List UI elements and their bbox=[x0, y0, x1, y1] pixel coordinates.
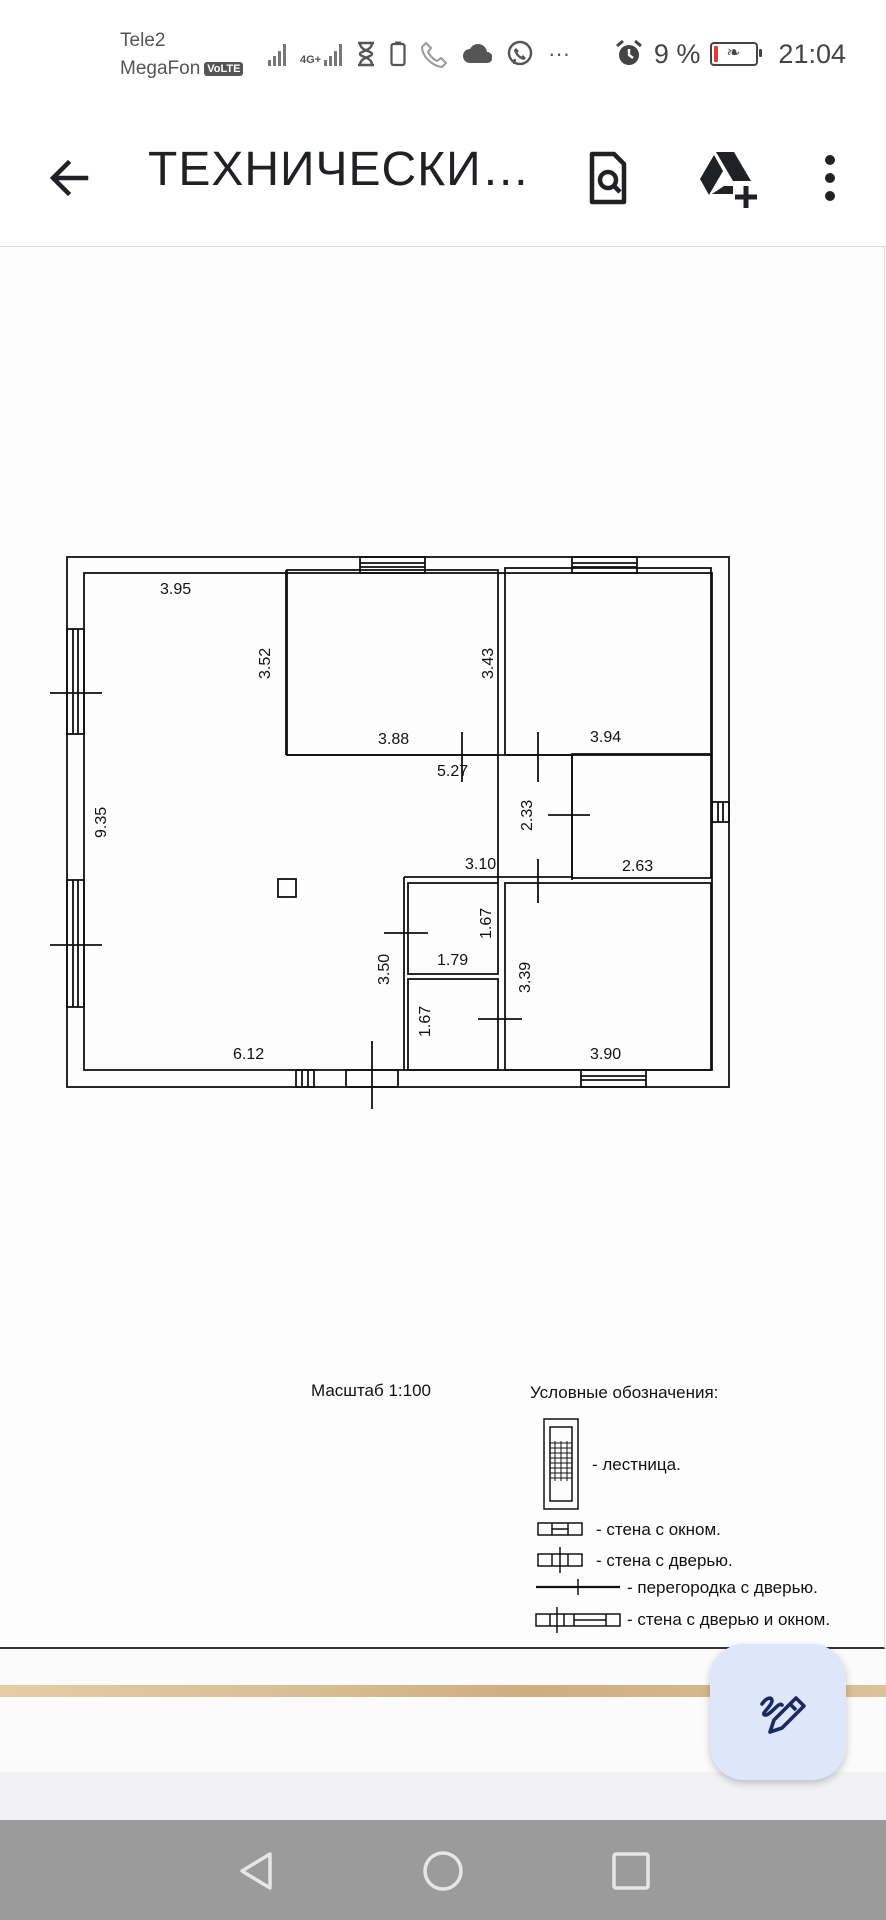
alarm-icon bbox=[615, 39, 642, 65]
battery-percent: 9 % bbox=[653, 38, 701, 69]
room-wc bbox=[407, 882, 499, 975]
phone-battery-icon bbox=[390, 41, 406, 67]
back-arrow-icon[interactable] bbox=[42, 150, 98, 206]
dim-label: 3.88 bbox=[378, 731, 409, 748]
dim-label: 3.95 bbox=[160, 581, 191, 598]
nav-home-icon[interactable] bbox=[418, 1846, 468, 1896]
dim-label: 1.67 bbox=[417, 1006, 434, 1037]
scale-label: Масштаб 1:100 bbox=[311, 1381, 431, 1400]
dim-label: 3.90 bbox=[590, 1046, 621, 1063]
legend-symbols bbox=[535, 1418, 621, 1633]
hourglass-icon bbox=[358, 41, 375, 67]
dim-label: 6.12 bbox=[233, 1046, 264, 1063]
edit-pen-icon bbox=[760, 1696, 806, 1734]
document-title: ТЕХНИЧЕСКИЙ... bbox=[148, 143, 548, 196]
status-right: 9 % ❧ 21:04 bbox=[614, 36, 846, 72]
dim-label: 9.35 bbox=[93, 807, 110, 838]
clock: 21:04 bbox=[778, 38, 846, 69]
room-bedroom-2 bbox=[504, 567, 712, 756]
legend-title: Условные обозначения: bbox=[530, 1383, 718, 1402]
dim-label: 1.67 bbox=[478, 908, 495, 939]
viber-icon bbox=[507, 40, 533, 66]
signal-icon bbox=[268, 42, 286, 66]
status-icons: 4G+ ··· bbox=[268, 36, 570, 72]
dimension-labels: 3.95 3.52 3.43 3.88 3.94 5.27 9.35 2.33 … bbox=[93, 581, 653, 1063]
document-viewer[interactable]: 3.95 3.52 3.43 3.88 3.94 5.27 9.35 2.33 … bbox=[0, 247, 886, 1772]
partitions bbox=[285, 570, 573, 1070]
dim-label: 1.79 bbox=[437, 952, 468, 969]
app-toolbar: ТЕХНИЧЕСКИЙ... bbox=[0, 110, 886, 247]
battery-icon: ❧ bbox=[710, 42, 763, 66]
carrier-1: Tele2 bbox=[120, 30, 166, 51]
document-page bbox=[0, 247, 885, 1649]
stair-marker bbox=[277, 878, 297, 898]
nav-back-icon[interactable] bbox=[232, 1846, 282, 1896]
floor-plan: 3.95 3.52 3.43 3.88 3.94 5.27 9.35 2.33 … bbox=[50, 556, 830, 1633]
cloud-icon bbox=[463, 44, 493, 63]
legend-item: - стена с окном. bbox=[596, 1520, 721, 1539]
room-bedroom-1 bbox=[286, 569, 499, 756]
more-vert-icon[interactable] bbox=[800, 142, 860, 214]
system-nav-bar bbox=[0, 1820, 886, 1920]
room-storage bbox=[407, 978, 499, 1071]
page-edge-stripe bbox=[0, 1685, 886, 1697]
dim-label: 3.50 bbox=[376, 954, 393, 985]
windows bbox=[66, 556, 730, 1088]
edit-fab-button[interactable] bbox=[710, 1644, 846, 1780]
drive-add-icon[interactable] bbox=[690, 142, 762, 214]
more-notifications: ··· bbox=[548, 41, 571, 66]
volte-badge: VoLTE bbox=[204, 62, 244, 76]
network-type: 4G+ bbox=[300, 54, 322, 66]
dim-label: 2.33 bbox=[519, 800, 536, 831]
outer-wall-outer bbox=[66, 556, 730, 1088]
dim-label: 5.27 bbox=[437, 763, 468, 780]
legend-item: - перегородка с дверью. bbox=[627, 1578, 818, 1597]
legend-item: - стена с дверью. bbox=[596, 1551, 733, 1570]
carrier-2-label: MegaFon bbox=[120, 58, 201, 79]
dim-label: 3.94 bbox=[590, 729, 621, 746]
dim-label: 3.43 bbox=[480, 648, 497, 679]
nav-recent-icon[interactable] bbox=[606, 1846, 656, 1896]
outer-wall-inner bbox=[83, 572, 713, 1071]
call-icon bbox=[421, 41, 448, 68]
room-bedroom-3 bbox=[504, 882, 712, 1071]
dim-label: 3.10 bbox=[465, 856, 496, 873]
dim-label: 2.63 bbox=[622, 858, 653, 875]
dim-label: 3.39 bbox=[517, 962, 534, 993]
dim-label: 3.52 bbox=[257, 648, 274, 679]
legend-item: - стена с дверью и окном. bbox=[627, 1610, 830, 1629]
search-document-icon[interactable] bbox=[572, 142, 644, 214]
signal-4g-icon: 4G+ bbox=[300, 42, 343, 66]
legend-item: - лестница. bbox=[592, 1455, 681, 1474]
doors bbox=[50, 692, 590, 1109]
